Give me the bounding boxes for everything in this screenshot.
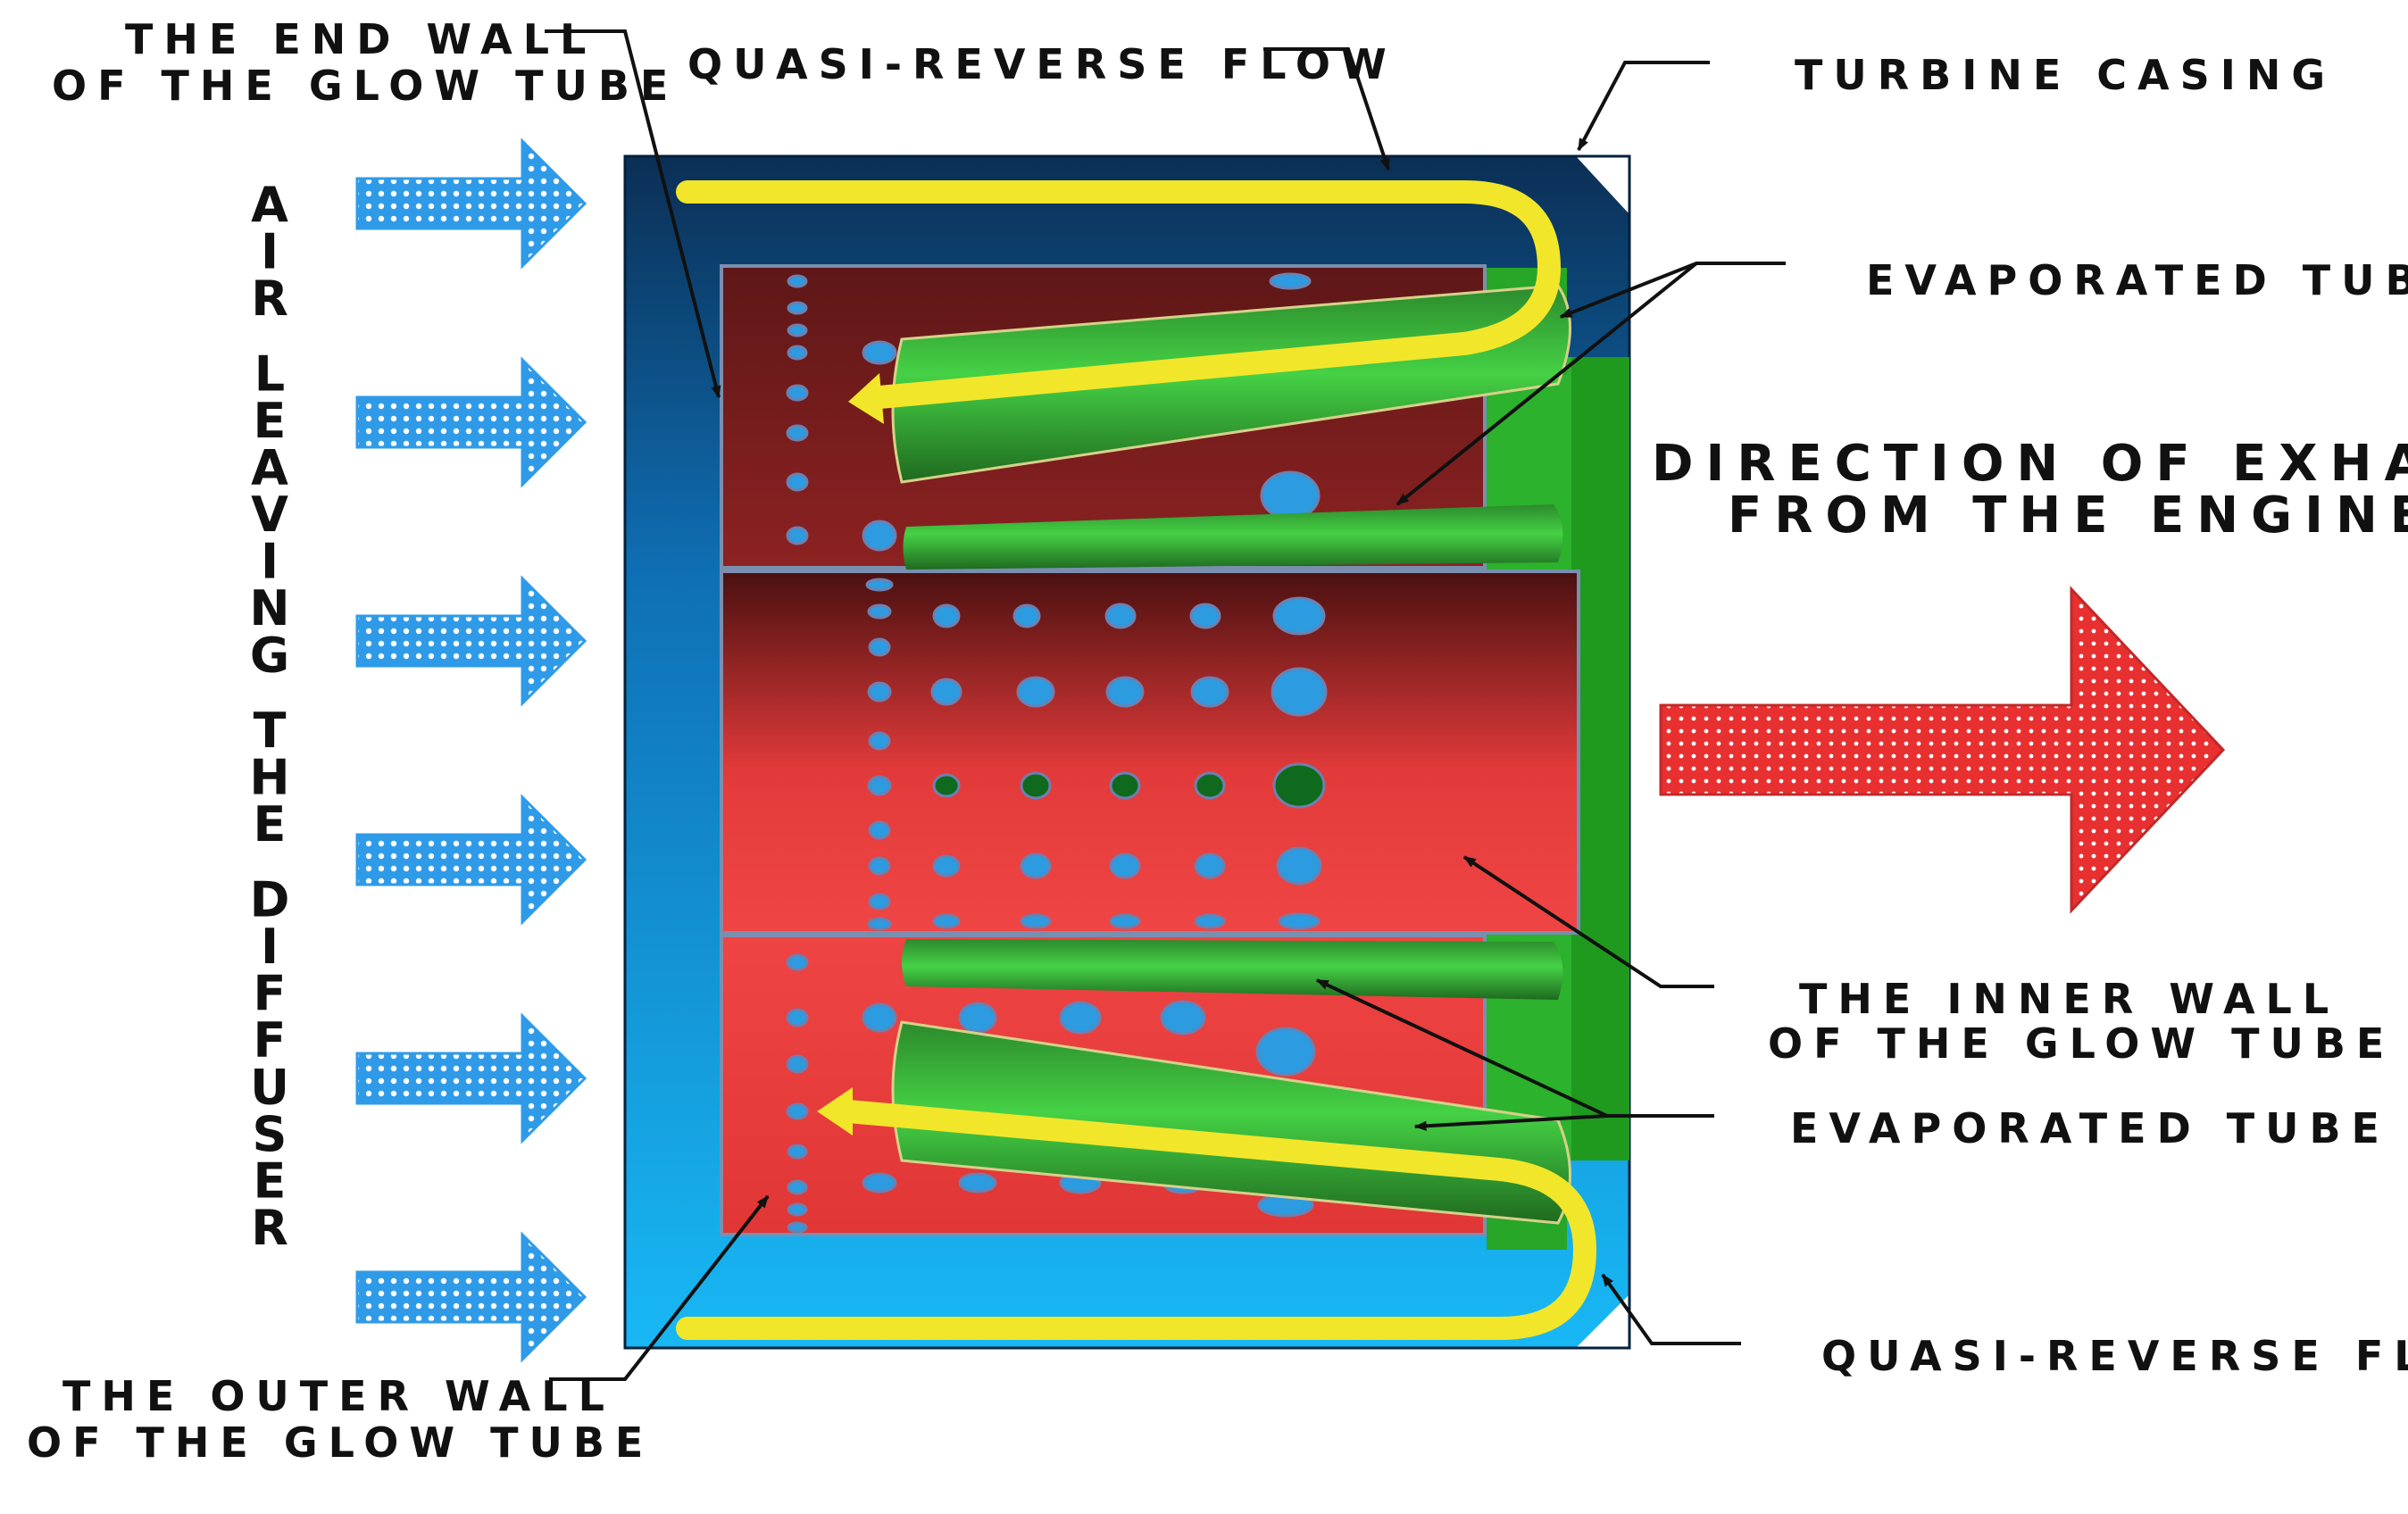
inner-wall-chamber bbox=[720, 570, 1580, 935]
label-turbine-casing: TURBINE CASING bbox=[1795, 51, 2336, 99]
air-arrows bbox=[355, 137, 587, 1363]
label-exhaust-direction-line2: FROM THE ENGINE bbox=[1728, 487, 2408, 545]
air-arrow-6 bbox=[355, 1231, 587, 1363]
air-arrow-2 bbox=[355, 356, 587, 488]
label-end-wall-line1: THE END WALL bbox=[125, 15, 596, 63]
air-arrow-3 bbox=[355, 575, 587, 707]
dilution-holes bbox=[786, 272, 1328, 1234]
exhaust-arrow bbox=[1659, 586, 2226, 914]
label-outer-wall-line2: OF THE GLOW TUBE bbox=[27, 1418, 654, 1467]
label-evaporated-tube-bottom: EVAPORATED TUBE bbox=[1790, 1104, 2390, 1152]
quasi-reverse-flow-bottom-path bbox=[676, 1087, 1597, 1340]
label-outer-wall-line1: THE OUTER WALL bbox=[62, 1372, 615, 1420]
label-quasi-reverse-bottom: QUASI-REVERSE FLOW bbox=[1821, 1332, 2408, 1380]
evaporator-tube-lower-1 bbox=[902, 939, 1563, 1000]
label-end-wall-line2: OF THE GLOW TUBE bbox=[52, 62, 679, 110]
label-quasi-reverse-top: QUASI-REVERSE FLOW bbox=[687, 40, 1397, 88]
evaporator-tube-upper-2 bbox=[903, 504, 1563, 570]
air-arrow-5 bbox=[355, 1012, 587, 1144]
evaporator-tube-lower-2 bbox=[891, 1020, 1571, 1225]
label-evaporated-tube-top: EVAPORATED TUBE bbox=[1866, 256, 2408, 304]
label-inner-wall-line2: OF THE GLOW TUBE bbox=[1768, 1019, 2395, 1068]
quasi-reverse-flow-top-path bbox=[676, 180, 1562, 424]
label-inner-wall-line1: THE INNER WALL bbox=[1799, 975, 2339, 1023]
air-arrow-4 bbox=[355, 794, 587, 926]
air-arrow-1 bbox=[355, 137, 587, 270]
leader-lines bbox=[545, 29, 1786, 1381]
label-exhaust-direction-line1: DIRECTION OF EXHAUST bbox=[1652, 435, 2408, 493]
evaporator-tube-upper-1 bbox=[891, 284, 1571, 484]
